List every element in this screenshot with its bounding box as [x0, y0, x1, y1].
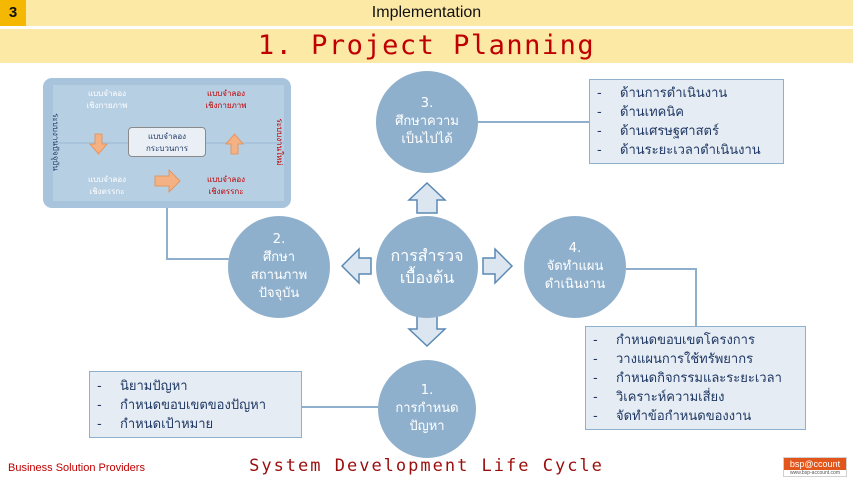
list-item: ด้านระยะเวลาดำเนินงาน	[590, 141, 783, 160]
list-item: กำหนดขอบเขตของปัญหา	[90, 396, 301, 415]
list-item: ด้านเศรษฐศาสตร์	[590, 122, 783, 141]
project-plan-box: กำหนดขอบเขตโครงการ วางแผนการใช้ทรัพยากร …	[585, 326, 806, 430]
new-system-label: ระบบงานใหม่	[275, 118, 284, 166]
arrow-right-icon	[482, 247, 514, 285]
slide-number: 3	[0, 0, 26, 26]
logo-text: bsp@ccount	[784, 458, 846, 470]
model-label-top-right: แบบจำลองเชิงกายภาพ	[205, 89, 247, 110]
bsp-account-logo: bsp@ccount www.bsp-account.com	[783, 457, 847, 477]
step-2-circle: 2. ศึกษา สถานภาพ ปัจจุบัน	[228, 216, 330, 318]
list-item: ด้านเทคนิค	[590, 103, 783, 122]
list-item: จัดทำข้อกำหนดของงาน	[586, 407, 805, 426]
section-title: Implementation	[371, 4, 482, 21]
list-item: กำหนดกิจกรรมและระยะเวลา	[586, 369, 805, 388]
company-name: Business Solution Providers	[8, 462, 145, 474]
list-item: ด้านการดำเนินงาน	[590, 84, 783, 103]
panel-arrow-down-icon	[89, 133, 108, 155]
list-item: วางแผนการใช้ทรัพยากร	[586, 350, 805, 369]
page-title: 1. Project Planning	[257, 30, 596, 61]
connector-panel-to-step2	[166, 208, 230, 260]
system-model-panel: แบบจำลองเชิงกายภาพ แบบจำลองเชิงกายภาพ แบ…	[43, 78, 291, 208]
footer-title: System Development Life Cycle	[249, 456, 604, 476]
current-system-label: ระบบงานปัจจุบัน	[51, 113, 60, 171]
process-model-box: แบบจำลองกระบวนการ	[128, 127, 206, 157]
problem-definition-box: นิยามปัญหา กำหนดขอบเขตของปัญหา กำหนดเป้า…	[89, 371, 302, 438]
panel-arrow-up-icon	[225, 133, 244, 155]
panel-arrows	[89, 133, 244, 193]
center-circle-preliminary-survey: การสำรวจ เบื้องต้น	[376, 216, 478, 318]
header-bar	[0, 0, 853, 26]
feasibility-box: ด้านการดำเนินงาน ด้านเทคนิค ด้านเศรษฐศาส…	[589, 79, 784, 164]
panel-arrow-right-icon	[154, 169, 181, 193]
model-label-top-left: แบบจำลองเชิงกายภาพ	[86, 89, 128, 110]
model-label-bottom-right: แบบจำลองเชิงตรรกะ	[206, 175, 246, 196]
title-band	[0, 29, 853, 63]
list-item: นิยามปัญหา	[90, 377, 301, 396]
logo-url: www.bsp-account.com	[789, 470, 841, 476]
arrow-up-icon	[407, 181, 447, 214]
list-item: กำหนดขอบเขตโครงการ	[586, 331, 805, 350]
arrow-left-icon	[340, 247, 372, 285]
arrow-down-icon	[407, 315, 447, 348]
connector-step4-to-box	[626, 268, 697, 326]
step-3-circle: 3. ศึกษาความ เป็นไปได้	[376, 71, 478, 173]
step-1-circle: 1. การกำหนด ปัญหา	[378, 360, 476, 458]
step-4-circle: 4. จัดทำแผน ดำเนินงาน	[524, 216, 626, 318]
list-item: วิเคราะห์ความเสี่ยง	[586, 388, 805, 407]
model-label-bottom-left: แบบจำลองเชิงตรรกะ	[87, 175, 127, 196]
list-item: กำหนดเป้าหมาย	[90, 415, 301, 434]
